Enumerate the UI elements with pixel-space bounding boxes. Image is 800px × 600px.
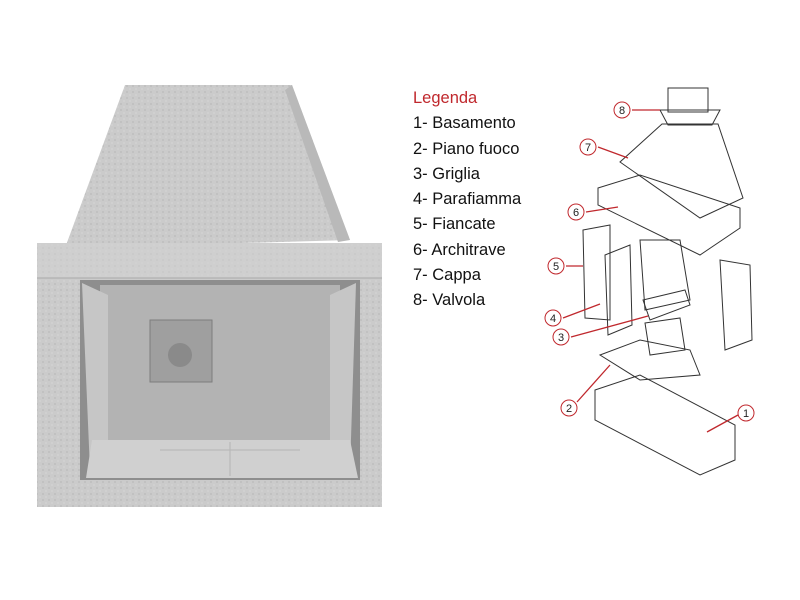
legend-item: 3- Griglia — [413, 164, 480, 183]
part-piano-fuoco — [598, 339, 701, 381]
part-griglia — [642, 289, 691, 356]
svg-text:7: 7 — [585, 142, 591, 154]
callout-4: 4 — [544, 309, 562, 327]
part-architrave — [597, 174, 741, 256]
callout-3: 3 — [552, 328, 570, 346]
part-basamento — [594, 374, 736, 476]
legend-item: 5- Fiancate — [413, 215, 496, 234]
svg-text:6: 6 — [573, 207, 579, 219]
callout-arrows — [562, 109, 739, 433]
legend-item: 8- Valvola — [413, 291, 486, 310]
part-cappa — [619, 123, 744, 219]
part-valvola — [659, 87, 721, 126]
part-parafiamma — [604, 239, 691, 336]
svg-text:1: 1 — [743, 408, 749, 420]
svg-text:8: 8 — [619, 105, 625, 117]
legend: Legenda 1- Basamento 2- Piano fuoco 3- G… — [413, 86, 521, 314]
svg-text:2: 2 — [566, 403, 572, 415]
callout-7: 7 — [579, 138, 597, 156]
part-fiancate — [582, 224, 753, 351]
callout-6: 6 — [567, 203, 585, 221]
callout-5: 5 — [547, 257, 565, 275]
legend-item: 6- Architrave — [413, 240, 506, 259]
svg-text:3: 3 — [558, 332, 564, 344]
legend-item: 1- Basamento — [413, 114, 516, 133]
legend-item: 2- Piano fuoco — [413, 139, 520, 158]
fireplace-hood — [65, 85, 350, 248]
fireplace-opening — [80, 280, 360, 480]
svg-text:5: 5 — [553, 261, 559, 273]
svg-text:4: 4 — [550, 313, 556, 325]
callout-2: 2 — [560, 399, 578, 417]
legend-item: 4- Parafiamma — [413, 190, 522, 209]
legend-item: 7- Cappa — [413, 266, 481, 285]
callout-8: 8 — [613, 101, 631, 119]
callout-1: 1 — [737, 404, 755, 422]
legend-title: Legenda — [413, 89, 478, 107]
